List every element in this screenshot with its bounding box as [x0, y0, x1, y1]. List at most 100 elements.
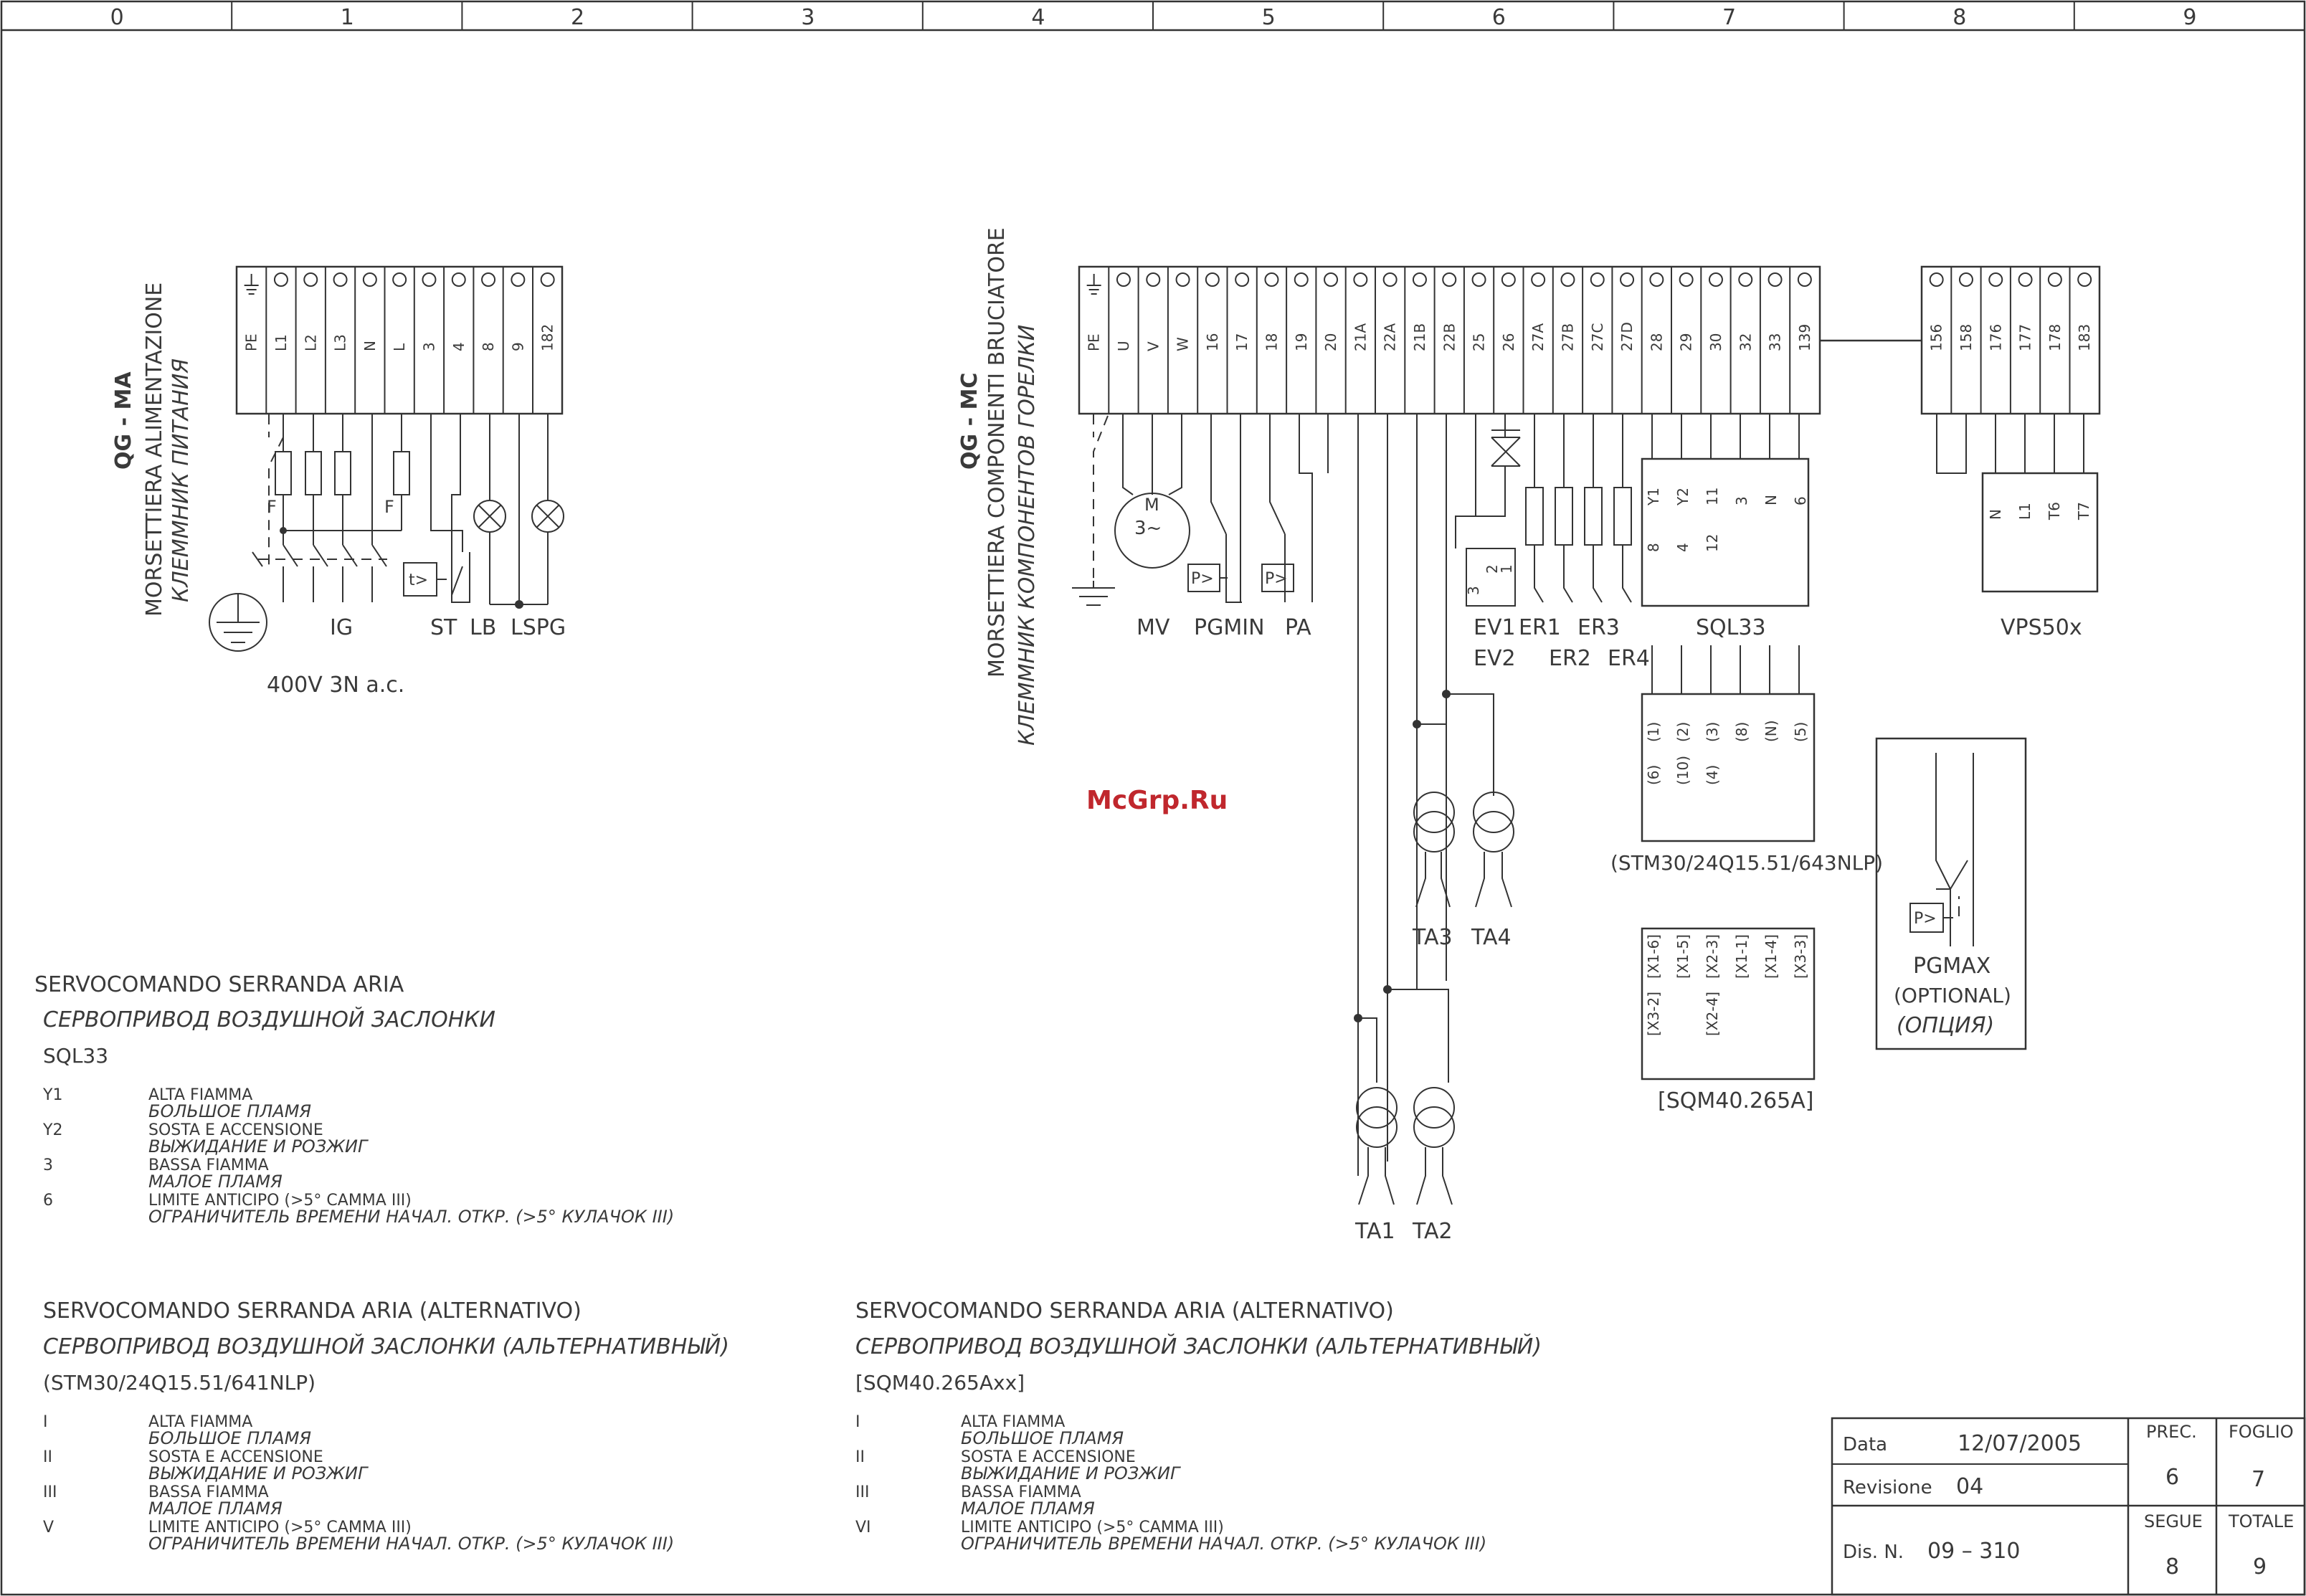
terminal-screw-icon: [1471, 272, 1486, 287]
totale-value: 9: [2253, 1554, 2267, 1580]
stm-pin: (6): [1645, 765, 1662, 785]
stm-pin: (2): [1674, 722, 1691, 742]
stm-pin: (1): [1645, 722, 1662, 742]
legend-text-ru: ВЫЖИДАНИЕ И РОЗЖИГ: [148, 1463, 369, 1483]
sql33-pin: 11: [1704, 488, 1721, 505]
qg-mc-terminal-27A: 27A: [1529, 323, 1547, 351]
qg-mc-terminal-21B: 21B: [1411, 323, 1428, 351]
vps-terminal-156: 156: [1928, 324, 1945, 351]
legend1-title-it: SERVOCOMANDO SERRANDA ARIA: [34, 972, 404, 997]
stm-pin: (8): [1733, 722, 1750, 742]
gas-valves-ev: 3 2 1: [1446, 414, 1521, 607]
lspg-label: LSPG: [511, 615, 566, 640]
pgmax-optional: (OPTIONAL): [1894, 984, 2011, 1007]
sql33-pin: 8: [1645, 543, 1662, 552]
ta2-label: TA2: [1412, 1219, 1453, 1244]
fuses: F F: [267, 414, 410, 545]
legend-text-ru: БОЛЬШОЕ ПЛАМЯ: [148, 1428, 311, 1448]
qg-mc-terminal-16: 16: [1204, 333, 1221, 351]
title-block: Data 12/07/2005 Revisione 04 Dis. N. 09 …: [1831, 1417, 2306, 1596]
pgmax-optional-ru: (ОПЦИЯ): [1897, 1013, 1994, 1038]
terminal-screw-icon: [1679, 272, 1694, 287]
terminal-screw-icon: [362, 272, 377, 287]
vps-pin: T7: [2075, 502, 2092, 521]
qg-ma-title-ru: КЛЕММНИК ПИТАНИЯ: [169, 358, 194, 602]
qg-ma-block: QG - MA MORSETTIERA ALIMENTAZIONE КЛЕММН…: [111, 265, 566, 698]
qg-mc-title-ru: КЛЕММНИК КОМПОНЕНТОВ ГОРЕЛКИ: [1015, 325, 1040, 746]
legend-text-it: ALTA FIAMMA: [961, 1413, 1065, 1431]
ruler-column-1: 1: [341, 5, 354, 30]
qg-mc-terminal-22B: 22B: [1441, 323, 1458, 351]
revision-label: Revisione: [1843, 1477, 1932, 1498]
pgmax-name: PGMAX: [1913, 954, 1991, 979]
legend-key: III: [43, 1483, 57, 1501]
legend3-title-it: SERVOCOMANDO SERRANDA ARIA (ALTERNATIVO): [855, 1298, 1394, 1324]
terminal-screw-icon: [1442, 272, 1457, 287]
date-label: Data: [1843, 1434, 1887, 1455]
legend-key: VI: [855, 1519, 871, 1536]
vps-label: VPS50x: [2001, 615, 2082, 640]
terminal-screw-icon: [273, 272, 288, 287]
terminal-screw-icon: [1929, 272, 1944, 287]
legend3-model: [SQM40.265Axx]: [855, 1371, 1025, 1395]
legend-sql33: SERVOCOMANDO SERRANDA ARIA СЕРВОПРИВОД В…: [34, 972, 674, 1227]
legend-text-it: LIMITE ANTICIPO (>5° CAMMA III): [961, 1519, 1224, 1536]
sqm-pin: [X1-5]: [1674, 934, 1691, 979]
vps-pin: N: [1987, 509, 2004, 520]
legend-key: V: [43, 1519, 54, 1536]
qg-ma-terminal-3: 3: [420, 342, 437, 351]
legend-text-ru: МАЛОЕ ПЛАМЯ: [148, 1172, 283, 1192]
qg-mc-terminal-29: 29: [1678, 333, 1695, 351]
terminal-screw-icon: [1988, 272, 2003, 287]
earth-terminal-icon: [244, 274, 259, 295]
terminal-screw-icon: [422, 272, 437, 287]
qg-mc-terminal-27C: 27C: [1589, 323, 1606, 351]
qg-ma-title-it: MORSETTIERA ALIMENTAZIONE: [142, 282, 167, 617]
earth-terminal-icon: [1086, 274, 1101, 295]
legend-text-ru: БОЛЬШОЕ ПЛАМЯ: [148, 1101, 311, 1121]
vps-terminal-176: 176: [1987, 324, 2004, 351]
ev-pin-3: 3: [1465, 586, 1482, 595]
terminal-screw-icon: [1738, 272, 1753, 287]
ruler-column-6: 6: [1492, 5, 1506, 30]
main-switch-ig: [252, 544, 387, 602]
lamp-lb-icon: [473, 500, 506, 533]
terminal-screw-icon: [1590, 272, 1605, 287]
sqm-pin: [X3-3]: [1792, 934, 1809, 979]
legend-key: I: [43, 1413, 48, 1431]
resistances-er: [1525, 414, 1632, 603]
terminal-screw-icon: [1649, 272, 1664, 287]
qg-mc-terminal-PE: PE: [1086, 333, 1103, 351]
revision-value: 04: [1956, 1474, 1983, 1499]
sql33-pin: Y1: [1645, 488, 1662, 506]
legend-key: Y2: [42, 1121, 62, 1139]
qg-mc-terminal-139: 139: [1796, 324, 1813, 351]
er3-label: ER3: [1577, 615, 1620, 640]
sqm-pin: [X2-3]: [1704, 934, 1721, 979]
qg-ma-terminal-N: N: [361, 341, 379, 351]
qg-mc-code: QG - MC: [957, 373, 982, 470]
qg-mc-terminal-V: V: [1144, 341, 1162, 351]
qg-ma-terminal-L1: L1: [272, 334, 290, 351]
terminal-screw-icon: [1324, 272, 1339, 287]
st-timer: t>: [403, 414, 470, 603]
sqm-label: [SQM40.265A]: [1658, 1088, 1813, 1113]
stm-pin: (5): [1792, 722, 1809, 742]
ta4-label: TA4: [1471, 925, 1512, 950]
transformer-icon: [1356, 1087, 1398, 1129]
terminal-screw-icon: [1531, 272, 1546, 287]
terminal-screw-icon: [1382, 272, 1398, 287]
sql33-pin: 3: [1733, 496, 1750, 505]
supply-voltage: 400V 3N a.c.: [267, 673, 404, 698]
legend-key: 3: [43, 1156, 53, 1174]
timer-symbol: t>: [409, 571, 428, 589]
qg-mc-terminal-30: 30: [1707, 333, 1724, 351]
legend-text-it: ALTA FIAMMA: [148, 1413, 252, 1431]
earth-icon: [217, 594, 260, 643]
qg-mc-terminal-U: U: [1115, 341, 1132, 351]
fuse-label: F: [384, 497, 394, 517]
terminal-screw-icon: [2018, 272, 2033, 287]
legend-sqm40: SERVOCOMANDO SERRANDA ARIA (ALTERNATIVO)…: [855, 1298, 1542, 1554]
